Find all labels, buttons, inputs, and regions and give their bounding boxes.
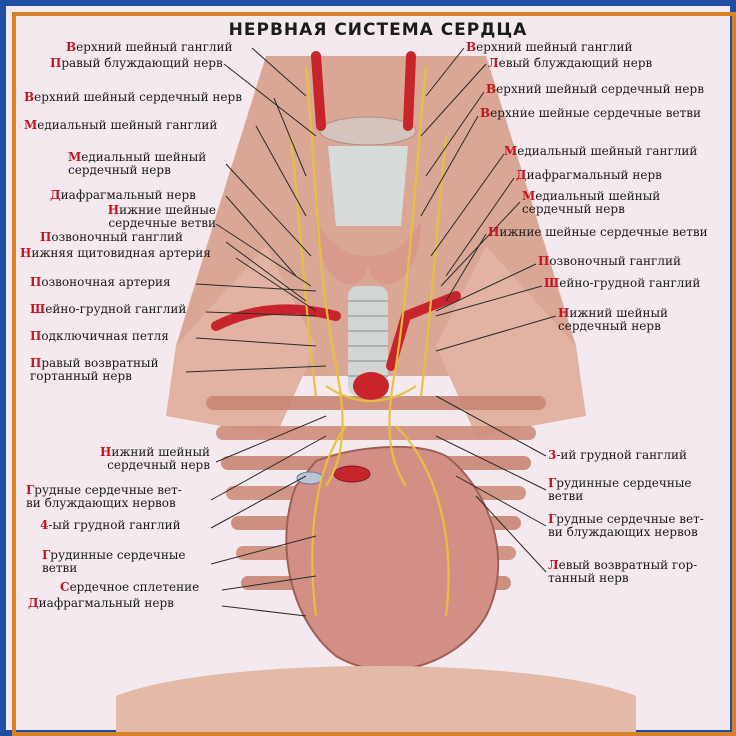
- label-left-vertebral-ganglion: Позвоночный ганглий: [40, 230, 183, 244]
- illustration-panel: НЕРВНАЯ СИСТЕМА СЕРДЦА Верхний шейный га…: [12, 12, 736, 736]
- label-left-phrenic-nerve: Диафрагмальный нерв: [50, 188, 196, 202]
- vessels: [211, 51, 461, 371]
- label-right-thoracic-cardiac-vagal-branches: Грудные сердечные вет- ви блуждающих нер…: [548, 512, 704, 539]
- trachea: [348, 286, 388, 396]
- label-right-cervicothoracic-ganglion: Шейно-грудной ганглий: [544, 276, 701, 290]
- label-right-vertebral-ganglion: Позвоночный ганглий: [538, 254, 681, 268]
- label-right-superior-cervical-cardiac-branches: Верхние шейные сердечные ветви: [480, 106, 701, 120]
- vena-cava-cut: [296, 471, 324, 485]
- label-right-3rd-thoracic-ganglion: 3-ий грудной ганглий: [548, 448, 688, 462]
- label-left-inferior-cervical-cardiac-branches: Нижние шейные сердечные ветви: [107, 203, 216, 230]
- label-right-phrenic-nerve: Диафрагмальный нерв: [516, 168, 662, 182]
- label-left-middle-cervical-ganglion: Медиальный шейный ганглий: [24, 118, 218, 132]
- anatomy-illustration: [116, 47, 636, 732]
- label-left-vertebral-artery: Позвоночная артерия: [30, 275, 171, 289]
- label-left-4th-thoracic-ganglion: 4-ый грудной ганглий: [40, 518, 181, 532]
- label-left-superior-cervical-cardiac-nerve: Верхний шейный сердечный нерв: [24, 90, 242, 104]
- diaphragm: [116, 666, 636, 732]
- label-right-left-vagus-nerve: Левый блуждающий нерв: [488, 56, 653, 70]
- aortic-arch: [353, 372, 389, 400]
- label-right-superior-cervical-ganglion: Верхний шейный ганглий: [466, 40, 633, 54]
- label-left-superior-cervical-ganglion: Верхний шейный ганглий: [66, 40, 233, 54]
- label-right-middle-cervical-ganglion: Медиальный шейный ганглий: [504, 144, 698, 158]
- label-right-superior-cervical-cardiac-nerve: Верхний шейный сердечный нерв: [486, 82, 704, 96]
- label-left-right-recurrent-laryngeal-nerve: Правый возвратный гортанный нерв: [30, 356, 159, 383]
- label-left-thoracic-cardiac-vagal-branches: Грудные сердечные вет- ви блуждающих нер…: [26, 483, 182, 510]
- label-right-inferior-cervical-cardiac-branches: Нижние шейные сердечные ветви: [488, 225, 708, 239]
- aorta-cut: [333, 465, 371, 483]
- label-left-sternal-cardiac-branches: Грудинные сердечные ветви: [42, 548, 186, 575]
- label-left-inferior-thyroid-artery: Нижняя щитовидная артерия: [20, 246, 211, 260]
- label-left-phrenic-nerve-lower: Диафрагмальный нерв: [28, 596, 174, 610]
- label-right-left-recurrent-laryngeal-nerve: Левый возвратный гор- танный нерв: [548, 558, 698, 585]
- label-left-cardiac-plexus: Сердечное сплетение: [60, 580, 200, 594]
- label-left-right-vagus-nerve: Правый блуждающий нерв: [50, 56, 223, 70]
- thyroid-gland: [316, 221, 421, 285]
- label-right-sternal-cardiac-branches: Грудинные сердечные ветви: [548, 476, 692, 503]
- label-left-subclavian-loop: Подключичная петля: [30, 329, 169, 343]
- label-left-inferior-cervical-cardiac-nerve: Нижний шейный сердечный нерв: [100, 445, 210, 472]
- hyoid: [319, 116, 417, 146]
- label-right-inferior-cervical-cardiac-nerve: Нижний шейный сердечный нерв: [558, 306, 668, 333]
- leader-lines: [185, 47, 557, 617]
- label-left-cervicothoracic-ganglion: Шейно-грудной ганглий: [30, 302, 187, 316]
- nerves: [289, 65, 450, 617]
- label-right-middle-cervical-cardiac-nerve: Медиальный шейный сердечный нерв: [522, 189, 661, 216]
- label-left-middle-cervical-cardiac-nerve: Медиальный шейный сердечный нерв: [68, 150, 207, 177]
- larynx: [328, 146, 408, 226]
- page-title: НЕРВНАЯ СИСТЕМА СЕРДЦА: [228, 20, 528, 40]
